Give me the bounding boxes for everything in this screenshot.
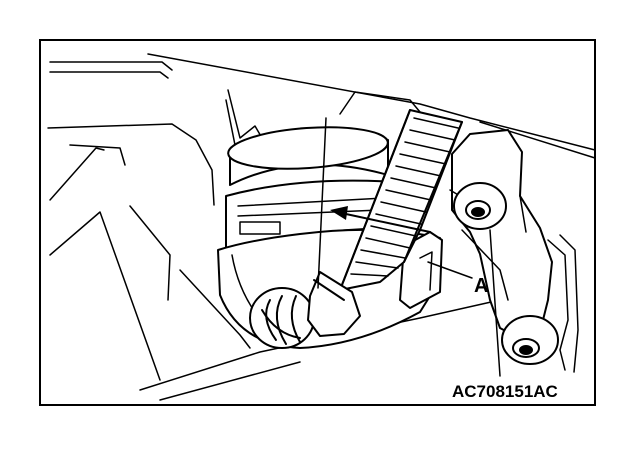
direction-arrow xyxy=(330,206,431,233)
figure-code-leader xyxy=(489,229,501,377)
probe-pin-line xyxy=(317,117,327,289)
figure-code-label: AC708151AC xyxy=(452,382,558,401)
bolt-upper xyxy=(453,182,507,230)
wiring-harness xyxy=(339,109,463,291)
callout-a-leader xyxy=(427,261,473,279)
background-bodywork xyxy=(47,53,596,401)
callout-label-a: A xyxy=(474,275,488,297)
bolt-lower xyxy=(501,315,559,365)
probe-tip xyxy=(307,271,361,337)
terminal-opening xyxy=(249,287,315,349)
